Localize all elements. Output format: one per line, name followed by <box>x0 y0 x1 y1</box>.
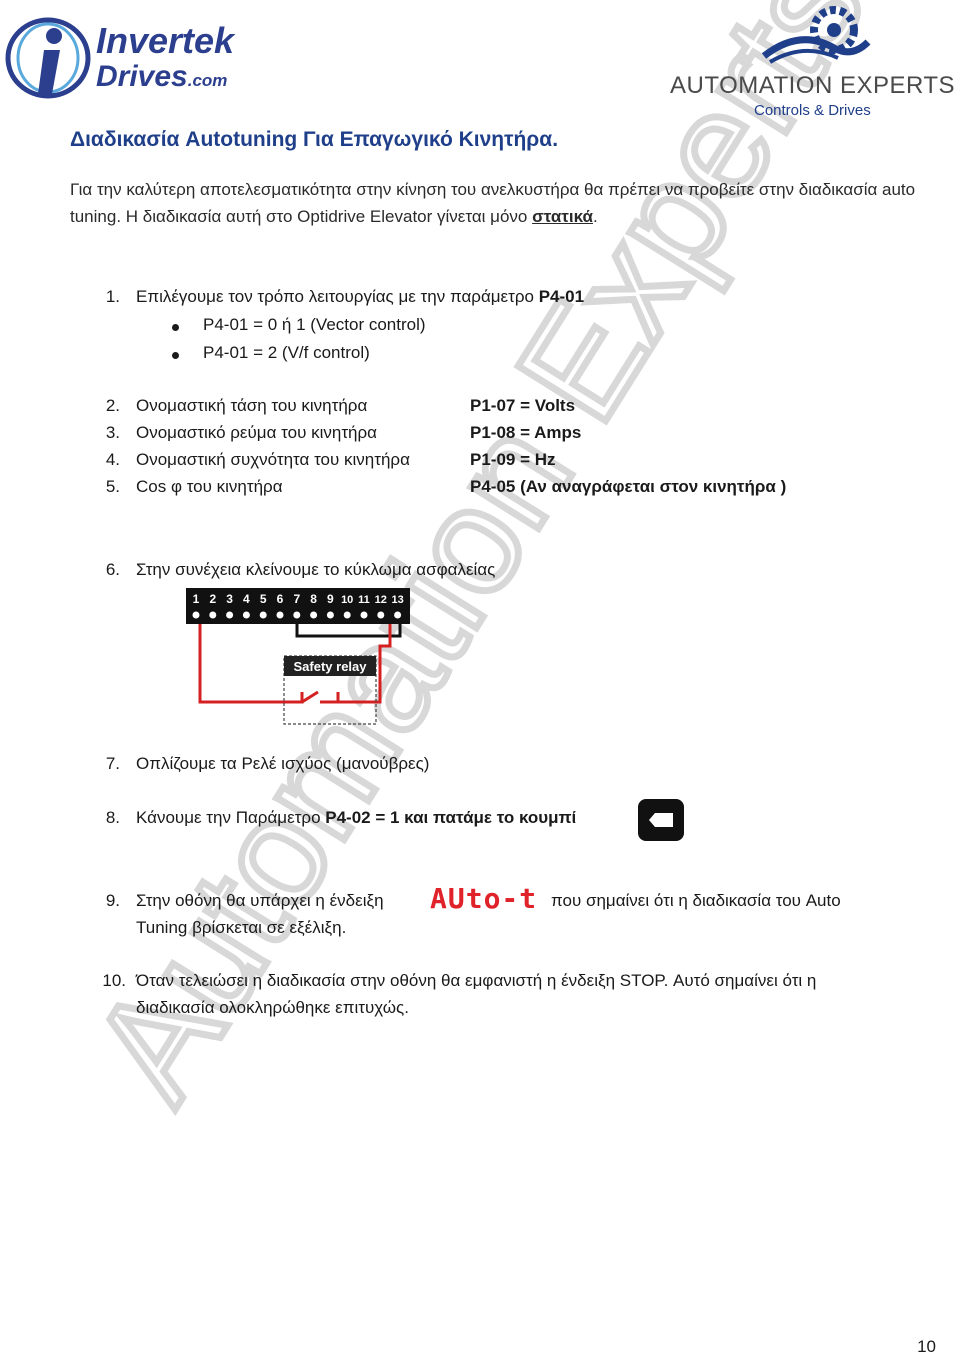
bullet-dot <box>172 352 179 359</box>
step-number: 1. <box>105 287 120 306</box>
terminal-screw <box>276 611 284 619</box>
terminal-number: 1 <box>193 592 200 606</box>
step-text: Επιλέγουμε τον τρόπο λειτουργίας με την … <box>136 287 539 306</box>
step-bold: P4-02 = 1 και πατάμε το κουμπί <box>325 808 577 827</box>
step-text: Tuning βρίσκεται σε εξέλιξη. <box>136 918 347 937</box>
step-9: 9. Στην οθόνη θα υπάρχει η ένδειξη που σ… <box>0 891 960 915</box>
autotune-display: AUto-t <box>430 882 538 915</box>
terminal-number: 4 <box>243 592 250 606</box>
intro-text: Για την καλύτερη αποτελεσματικότητα στην… <box>70 180 916 226</box>
terminal-screw <box>192 611 200 619</box>
step-param: P4-01 <box>538 287 585 306</box>
automation-experts-wordmark: AUTOMATION EXPERTS <box>670 72 956 99</box>
terminal-screw <box>293 611 301 619</box>
terminal-number: 6 <box>277 592 284 606</box>
drives-wordmark: Drives <box>96 60 188 93</box>
terminal-number: 8 <box>310 592 317 606</box>
step-text: Οπλίζουμε τα Ρελέ ισχύος (μανούβρες) <box>136 754 430 773</box>
terminal-screw <box>310 611 318 619</box>
step-text-after: που σημαίνει ότι η διαδικασία του Auto <box>551 891 841 910</box>
jumper-wire <box>295 624 402 638</box>
step-text: Στην οθόνη θα υπάρχει η ένδειξη <box>136 891 384 910</box>
param-label: Ονομαστική συχνότητα του κινητήρα <box>136 450 410 469</box>
step-8: 8. Κάνουμε την Παράμετρο P4-02 = 1 και π… <box>0 808 960 832</box>
step-1: 1. Επιλέγουμε τον τρόπο λειτουργίας με τ… <box>0 287 960 311</box>
terminal-number: 10 <box>341 594 353 606</box>
param-label: Ονομαστικό ρεύμα του κινητήρα <box>136 423 377 442</box>
terminal-screw <box>360 611 368 619</box>
param-value: P1-09 = Hz <box>470 450 556 469</box>
terminal-screw <box>343 611 351 619</box>
safety-relay-label: Safety relay <box>294 659 368 674</box>
param-row: 3. Ονομαστικό ρεύμα του κινητήρα P1-08 =… <box>0 423 960 447</box>
step-number: 3. <box>105 423 120 442</box>
gear-swoosh-icon <box>761 6 871 64</box>
terminal-screw <box>394 611 402 619</box>
param-label: Ονομαστική τάση του κινητήρα <box>136 396 368 415</box>
terminal-number: 5 <box>260 592 267 606</box>
terminal-screw <box>242 611 250 619</box>
keypad-button-icon <box>638 799 684 841</box>
param-value: P1-08 = Amps <box>470 423 582 442</box>
step-6: 6. Στην συνέχεια κλείνουμε το κύκλωμα ασ… <box>0 560 960 584</box>
dotcom-suffix: .com <box>187 71 228 90</box>
param-label: Cos φ του κινητήρα <box>136 477 283 496</box>
terminal-number: 13 <box>391 594 403 606</box>
terminal-number: 7 <box>293 592 300 606</box>
param-row: 4. Ονομαστική συχνότητα του κινητήρα P1-… <box>0 450 960 474</box>
terminal-screw <box>377 611 385 619</box>
terminal-number: 12 <box>375 594 387 606</box>
step-number: 8. <box>105 808 120 827</box>
logo-tagline: Controls & Drives <box>754 102 871 119</box>
step-number: 5. <box>105 477 120 496</box>
safety-wire-right <box>338 624 392 704</box>
bullet-text: P4-01 = 0 ή 1 (Vector control) <box>203 315 426 334</box>
step-number: 4. <box>105 450 120 469</box>
bullet-item: P4-01 = 0 ή 1 (Vector control) <box>0 315 960 339</box>
step-7: 7. Οπλίζουμε τα Ρελέ ισχύος (μανούβρες) <box>0 754 960 778</box>
terminal-screw <box>209 611 217 619</box>
terminal-number: 9 <box>327 592 334 606</box>
param-value: P4-05 (Αν αναγράφεται στον κινητήρα ) <box>470 477 787 496</box>
terminal-number: 3 <box>226 592 233 606</box>
param-row: 5. Cos φ του κινητήρα P4-05 (Αν αναγράφε… <box>0 477 960 501</box>
bullet-dot <box>172 324 179 331</box>
step-10-line-2: διαδικασία ολοκληρώθηκε επιτυχώς. <box>0 998 960 1022</box>
terminal-number: 2 <box>209 592 216 606</box>
step-text: διαδικασία ολοκληρώθηκε επιτυχώς. <box>136 998 409 1017</box>
terminal-screw <box>259 611 267 619</box>
step-text: Όταν τελειώσει η διαδικασία στην οθόνη θ… <box>136 971 817 990</box>
invertek-logo: Invertek Drives.com <box>4 12 274 104</box>
page-number: 10 <box>917 1337 936 1356</box>
safety-wire-left <box>198 624 286 704</box>
param-value: P1-07 = Volts <box>470 396 576 415</box>
step-number: 9. <box>105 891 120 910</box>
bullet-item: P4-01 = 2 (V/f control) <box>0 343 960 367</box>
relay-contacts <box>286 690 340 704</box>
step-text: Κάνουμε την Παράμετρο <box>136 808 326 827</box>
param-row: 2. Ονομαστική τάση του κινητήρα P1-07 = … <box>0 396 960 420</box>
automation-experts-logo: AUTOMATION EXPERTS Controls & Drives <box>664 2 960 122</box>
bullet-text: P4-01 = 2 (V/f control) <box>203 343 370 362</box>
safety-relay-label-bg <box>284 656 376 676</box>
intro-emphasis: στατικά <box>532 207 593 226</box>
step-10: 10. Όταν τελειώσει η διαδικασία στην οθό… <box>0 971 960 995</box>
invertek-emblem-icon <box>5 17 91 99</box>
terminal-screw <box>326 611 334 619</box>
intro-paragraph: Για την καλύτερη αποτελεσματικότητα στην… <box>70 176 930 230</box>
intro-end: . <box>592 207 598 226</box>
step-number: 7. <box>105 754 120 773</box>
step-number: 6. <box>105 560 120 579</box>
step-number: 10. <box>102 971 126 990</box>
step-number: 2. <box>105 396 120 415</box>
page-title: Διαδικασία Autotuning Για Επαγωγικό Κινη… <box>70 128 559 151</box>
step-9-line-2: Tuning βρίσκεται σε εξέλιξη. <box>0 918 960 942</box>
step-text: Στην συνέχεια κλείνουμε το κύκλωμα ασφαλ… <box>136 560 496 579</box>
terminal-number: 11 <box>358 594 370 606</box>
invertek-wordmark: Invertek <box>96 20 235 61</box>
terminal-screw <box>226 611 234 619</box>
